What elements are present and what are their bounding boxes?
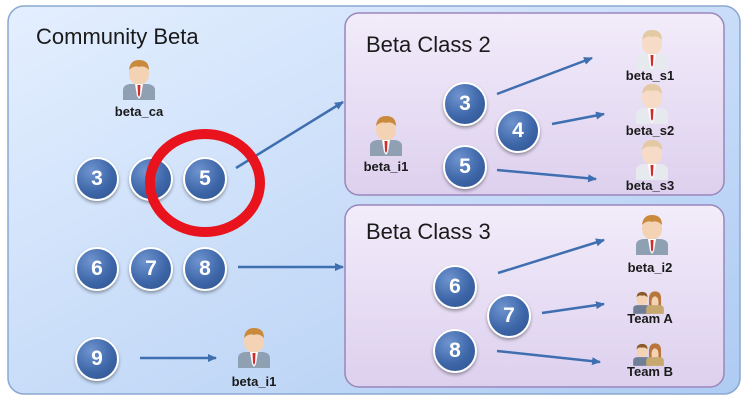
arrow-7-to-teama [541, 301, 605, 315]
class3-title: Beta Class 3 [366, 219, 491, 244]
bubble-8: 8 [183, 247, 227, 291]
member-label-team-b: Team B [627, 364, 673, 379]
class2-bubble-3: 3 [443, 82, 487, 126]
bubble-4: 4 [129, 157, 173, 201]
bubble-3: 3 [75, 157, 119, 201]
arrow-5-to-s3 [496, 168, 597, 183]
class3-bubble-6: 6 [433, 265, 477, 309]
bubble-7: 7 [129, 247, 173, 291]
class2-box [344, 12, 725, 196]
class2-title: Beta Class 2 [366, 32, 491, 57]
bubble-6: 6 [75, 247, 119, 291]
community-title: Community Beta [36, 24, 199, 49]
member-label-i2: beta_i2 [627, 260, 673, 275]
class3-bubble-7: 7 [487, 294, 531, 338]
arrow-3-to-s1 [496, 56, 593, 96]
student-label-2: beta_s2 [625, 123, 675, 138]
arrow-4-to-s2 [551, 111, 605, 126]
member-label-team-a: Team A [627, 311, 673, 326]
class2-bubble-4: 4 [496, 109, 540, 153]
student-label-3: beta_s3 [625, 178, 675, 193]
bubble-5: 5 [183, 157, 227, 201]
arrow-8-to-teamb [496, 349, 601, 366]
standalone-user-label: beta_i1 [231, 374, 277, 389]
instructor-label: beta_i1 [363, 159, 409, 174]
class2-bubble-5: 5 [443, 145, 487, 189]
student-label-1: beta_s1 [625, 68, 675, 83]
admin-label: beta_ca [114, 104, 164, 119]
bubble-9: 9 [75, 337, 119, 381]
arrow-6-to-i2 [497, 238, 605, 275]
class3-bubble-8: 8 [433, 329, 477, 373]
